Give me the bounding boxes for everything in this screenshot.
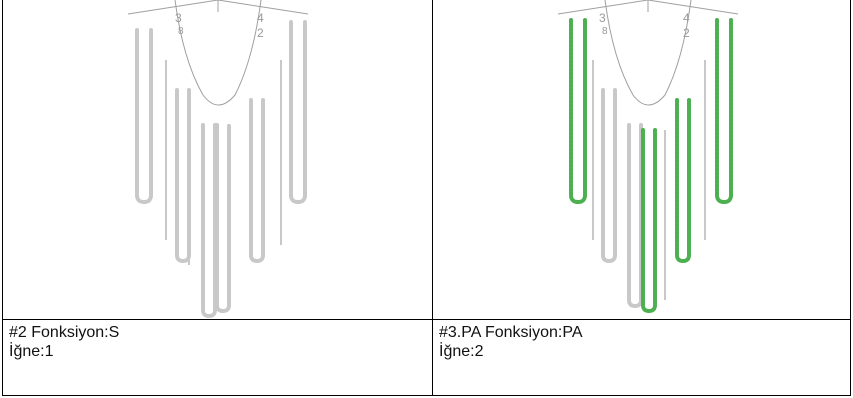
stitch-loop (175, 88, 191, 264)
function-label: #3.PA Fonksiyon:PA (439, 324, 583, 341)
stitch-loops-1 (135, 20, 307, 319)
stitch-loop (215, 123, 231, 314)
function-label: #2 Fonksiyon:S (9, 324, 120, 341)
stitch-loop (627, 123, 643, 309)
stitch-loop (135, 28, 153, 205)
figure-4-label: 4 (257, 11, 264, 25)
stitch-loop (249, 98, 265, 264)
figure-3-label: 3 (599, 11, 606, 25)
stitch-loop (289, 20, 307, 205)
stitch-loop (569, 18, 587, 205)
figure-4-label: 4 (683, 11, 690, 25)
figure-2-label: 2 (257, 26, 264, 40)
stitch-loop (201, 123, 217, 319)
stitch-loops-2 (569, 18, 733, 314)
design-preview-1: 3 8 4 2 (127, 0, 309, 319)
design-preview-panel-1: 3 8 4 2 (2, 0, 433, 320)
stitch-loop (715, 18, 733, 205)
figure-3-label: 3 (175, 11, 182, 25)
stitch-loop (641, 128, 657, 314)
needle-label: İğne:2 (439, 343, 484, 360)
needle-label: İğne:1 (9, 343, 54, 360)
figure-8-label: 8 (178, 26, 184, 37)
stitch-loop (601, 88, 617, 264)
design-preview-panel-2: 3 8 4 2 (432, 0, 851, 320)
stitch-loop (675, 98, 691, 264)
panel-1-caption: #2 Fonksiyon:S İğne:1 (2, 319, 433, 396)
figure-8-label: 8 (602, 26, 608, 37)
panel-2-caption: #3.PA Fonksiyon:PA İğne:2 (432, 319, 851, 396)
figure-2-label: 2 (683, 26, 690, 40)
design-preview-2: 3 8 4 2 (557, 0, 739, 314)
